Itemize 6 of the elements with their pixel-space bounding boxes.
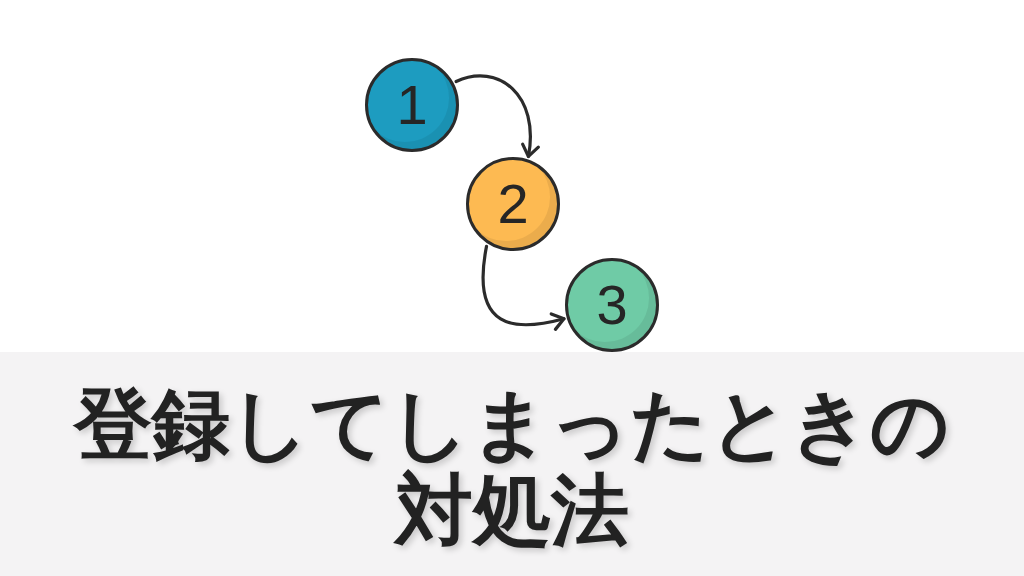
step-number: 2 <box>497 176 529 232</box>
curved-arrow <box>481 244 566 331</box>
curved-arrow <box>454 74 540 159</box>
step-number: 1 <box>396 77 428 133</box>
step-number: 3 <box>596 277 628 333</box>
title: 登録してしまったときの対処法 <box>72 381 951 553</box>
